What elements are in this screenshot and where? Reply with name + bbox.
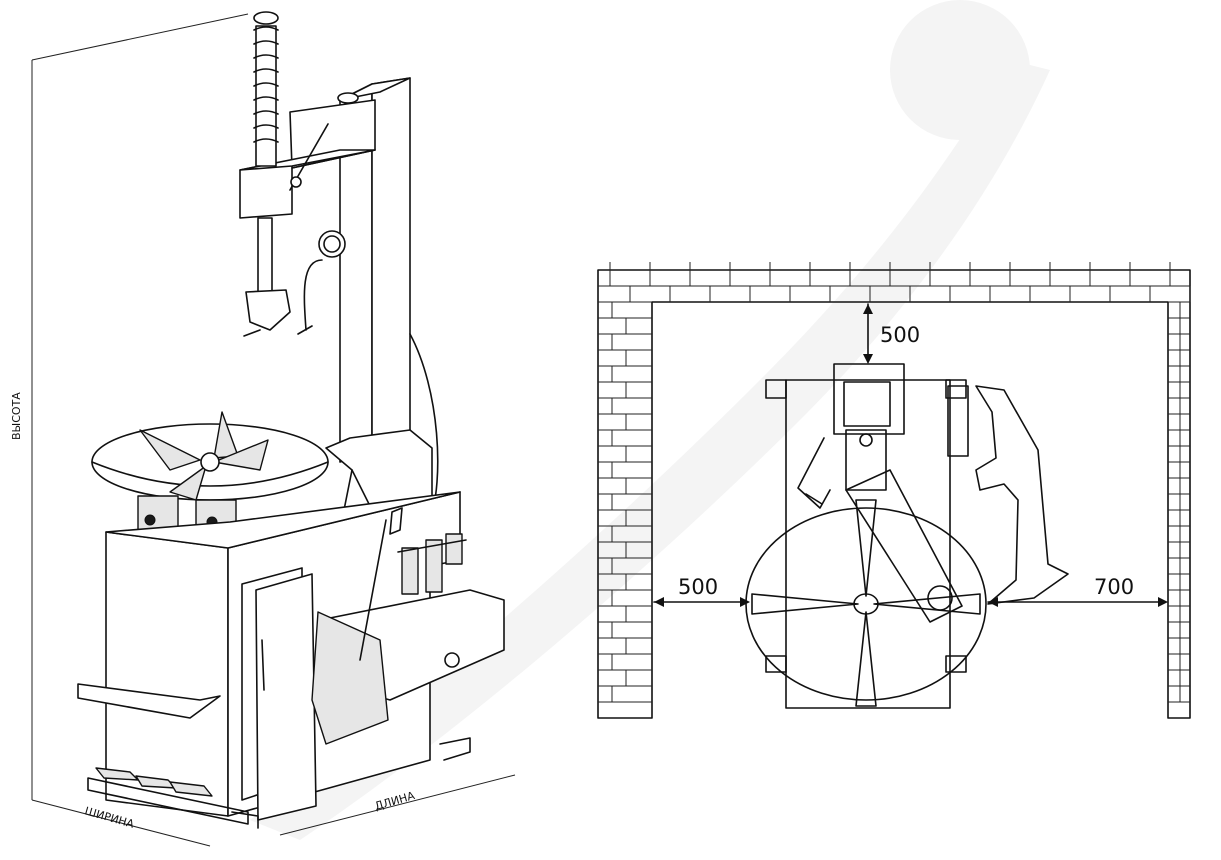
tire-changer-perspective: ВЫСОТА ШИРИНА ДЛИНА (10, 11, 516, 847)
pressure-gauge (303, 230, 439, 521)
left-clearance-value: 500 (678, 575, 718, 599)
machine-cabinet (77, 491, 505, 829)
width-label: ШИРИНА (83, 804, 136, 831)
foot-pedals (87, 767, 249, 825)
length-label: ДЛИНА (373, 789, 416, 813)
machine-column (325, 77, 433, 521)
air-lubricator (397, 533, 467, 595)
turntable (91, 411, 329, 537)
plan-view: 500 500 700 (597, 262, 1191, 719)
left-clearance-dimension: 500 (653, 575, 750, 607)
right-clearance-value: 700 (1094, 575, 1134, 599)
brick-walls (597, 262, 1191, 719)
right-clearance-dimension: 700 (987, 575, 1168, 607)
vertical-shaft (243, 11, 313, 337)
rear-clearance-dimension: 500 (863, 303, 920, 364)
rear-clearance-value: 500 (880, 323, 920, 347)
height-label: ВЫСОТА (10, 392, 23, 440)
machine-top-view (745, 363, 1069, 709)
dimension-frame (31, 13, 516, 847)
